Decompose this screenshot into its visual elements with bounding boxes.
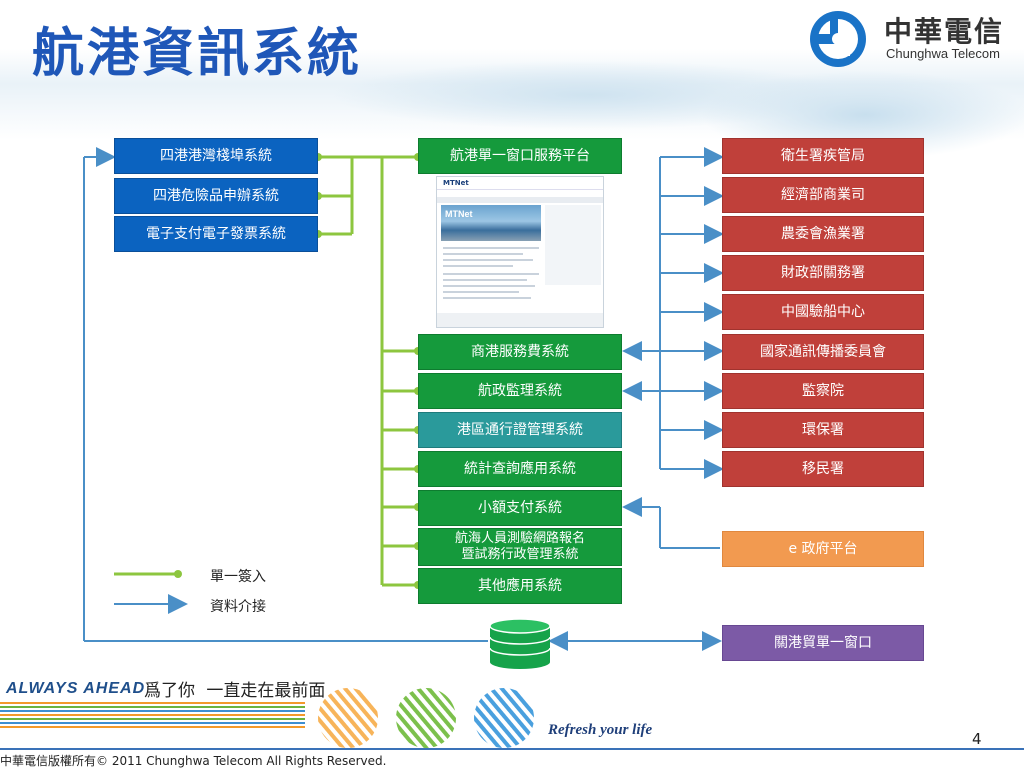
trade-single-window: 關港貿單一窗口 <box>722 625 924 661</box>
agency-fisheries: 農委會漁業署 <box>722 216 924 252</box>
logo-text-zh: 中華電信 <box>884 15 1005 48</box>
portal-banner: MTNet <box>441 205 541 241</box>
agency-cdc: 衛生署疾管局 <box>722 138 924 174</box>
legend-data-exchange: 資料介接 <box>210 599 266 615</box>
page-number: 4 <box>972 730 982 748</box>
agency-control-yuan: 監察院 <box>722 373 924 409</box>
logo-text-en: Chunghwa Telecom <box>886 46 1000 61</box>
portal-title-box: 航港單一窗口服務平台 <box>418 138 622 174</box>
legend-single-signon: 單一簽入 <box>210 569 266 585</box>
egov-platform: e 政府平台 <box>722 531 924 567</box>
database-icon <box>489 618 551 669</box>
system-statistics: 統計查詢應用系統 <box>418 451 622 487</box>
system-port-service-fee: 商港服務費系統 <box>418 334 622 370</box>
company-logo: 中華電信 Chunghwa Telecom <box>806 8 1006 70</box>
portal-brand: MTNet <box>443 179 469 187</box>
agency-epa: 環保署 <box>722 412 924 448</box>
system-micro-payment: 小額支付系統 <box>418 490 622 526</box>
slogan-zh-part2: 一直走在最前面 <box>206 681 326 701</box>
portal-screenshot: MTNet MTNet <box>436 176 604 328</box>
left-system-dangerous-goods: 四港危險品申辦系統 <box>114 178 318 214</box>
footer-slogan-zh: 爲了你 一直走在最前面 <box>144 676 325 701</box>
footer-balls <box>318 688 534 748</box>
footer-refresh: Refresh your life <box>548 722 653 738</box>
blue-ball-icon <box>474 688 534 748</box>
agency-customs: 財政部關務署 <box>722 255 924 291</box>
agency-commerce: 經濟部商業司 <box>722 177 924 213</box>
left-system-harbor: 四港港灣棧埠系統 <box>114 138 318 174</box>
orange-ball-icon <box>318 688 378 748</box>
page-title: 航港資訊系統 <box>32 24 363 84</box>
seafarer-exam-line2: 暨試務行政管理系統 <box>461 547 579 562</box>
system-navigation-supervision: 航政監理系統 <box>418 373 622 409</box>
system-port-pass: 港區通行證管理系統 <box>418 412 622 448</box>
green-ball-icon <box>396 688 456 748</box>
footer-slogan-en: ALWAYS AHEAD <box>6 680 146 697</box>
system-seafarer-exam: 航海人員測驗網路報名 暨試務行政管理系統 <box>418 528 622 566</box>
chunghwa-logo-icon <box>810 11 866 67</box>
seafarer-exam-line1: 航海人員測驗網路報名 <box>454 531 585 546</box>
slogan-zh-part1: 爲了你 <box>144 681 195 701</box>
agency-immigration: 移民署 <box>722 451 924 487</box>
footer-bar <box>0 748 1024 750</box>
agency-ncc: 國家通訊傳播委員會 <box>722 334 924 370</box>
footer-stripes <box>0 702 305 730</box>
agency-cr-classification: 中國驗船中心 <box>722 294 924 330</box>
portal-banner-text: MTNet <box>445 209 473 219</box>
left-system-epayment: 電子支付電子發票系統 <box>114 216 318 252</box>
copyright: 中華電信版權所有© 2011 Chunghwa Telecom All Righ… <box>0 754 387 768</box>
system-other: 其他應用系統 <box>418 568 622 604</box>
